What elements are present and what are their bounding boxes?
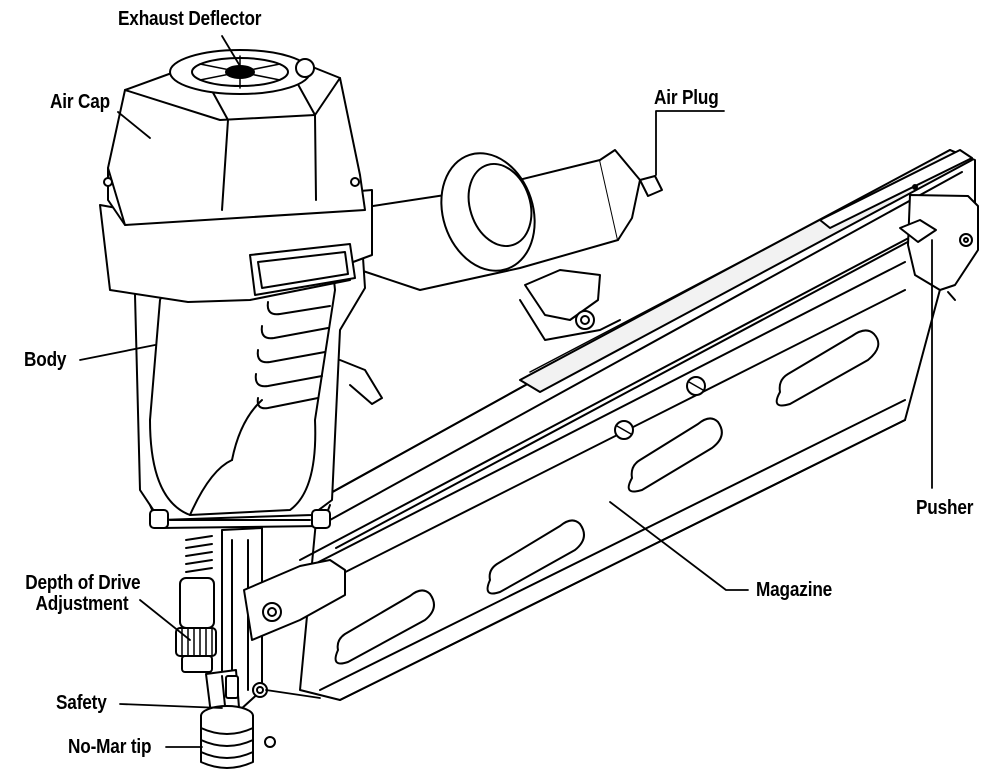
leader-air-cap <box>117 111 151 139</box>
label-air-plug: Air Plug <box>654 87 719 109</box>
leader-safety <box>119 703 223 709</box>
leader-depth-of-drive <box>139 599 191 641</box>
base-feet <box>149 504 331 529</box>
leader-air-plug <box>655 110 725 176</box>
exhaust-deflector <box>169 49 315 95</box>
leader-body <box>79 344 156 361</box>
leader-safety-bracket <box>265 689 321 699</box>
label-depth-of-drive-line1: Depth of Drive <box>25 572 141 594</box>
label-exhaust-deflector: Exhaust Deflector <box>118 8 262 30</box>
handle-bracket <box>519 269 621 341</box>
no-mar-tip <box>200 705 276 769</box>
leader-magazine <box>609 501 749 591</box>
label-air-cap: Air Cap <box>50 91 110 113</box>
leader-lines <box>79 35 933 748</box>
label-depth-of-drive-line2: Adjustment <box>35 593 129 615</box>
label-pusher: Pusher <box>916 497 974 519</box>
label-safety: Safety <box>56 692 107 714</box>
pusher <box>899 184 979 301</box>
label-magazine: Magazine <box>756 579 833 601</box>
leader-exhaust-deflector <box>221 35 241 67</box>
magazine-slots <box>334 329 880 665</box>
label-body: Body <box>24 349 67 371</box>
air-cap <box>103 57 366 226</box>
handle <box>359 149 663 291</box>
label-no-mar-tip: No-Mar tip <box>68 736 152 758</box>
nose-assembly <box>175 527 346 723</box>
magazine-rail <box>259 149 976 701</box>
magazine-holes <box>614 376 706 440</box>
